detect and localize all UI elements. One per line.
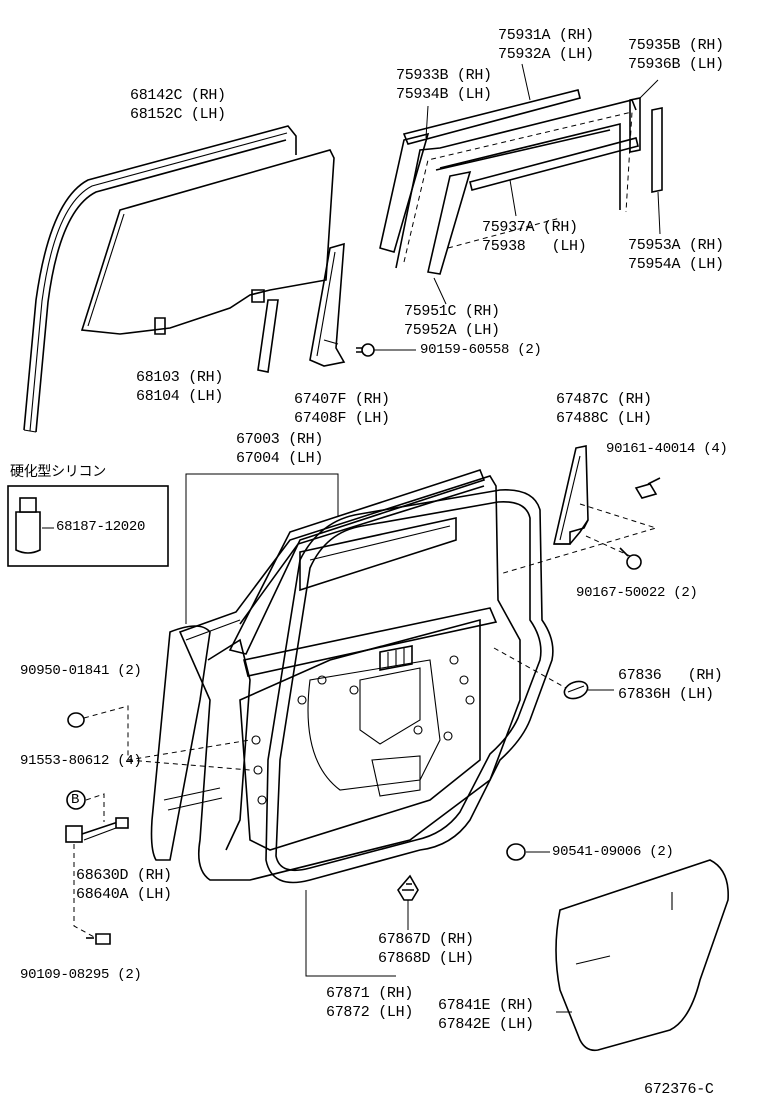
bracket-label-rh: 67836 (RH): [618, 667, 723, 684]
pillar-moulding: [651, 107, 663, 235]
frame-moulding-label-lh: 75934B (LH): [396, 86, 492, 103]
callout-b-letter: B: [71, 792, 80, 808]
garnish: [427, 170, 561, 305]
lower-moulding-label-lh: 75938 (LH): [482, 238, 587, 255]
door-inner-frame: [228, 469, 498, 851]
belt-moulding-label-rh: 75931A (RH): [498, 27, 594, 44]
screw-90159-label: 90159-60558 (2): [420, 342, 542, 358]
plug-90950-label: 90950-01841 (2): [20, 663, 142, 679]
garnish-label-rh: 75951C (RH): [404, 303, 500, 320]
glass-run-label-lh: 68152C (LH): [130, 106, 226, 123]
plug-91553-label: 91553-80612 (4): [20, 753, 142, 769]
silicone-title: 硬化型シリコン: [10, 464, 106, 480]
division-bar-label-lh: 67408F (LH): [294, 410, 390, 427]
bracket-label-lh: 67836H (LH): [618, 686, 714, 703]
screw-90161: [499, 477, 661, 575]
lower-moulding-label-rh: 75937A (RH): [482, 219, 578, 236]
door-panel-label-lh: 67004 (LH): [236, 450, 324, 467]
quarter-frame-label-rh: 67487C (RH): [556, 391, 652, 408]
weatherstrip-label-lh: 67872 (LH): [326, 1004, 414, 1021]
door-panel-label-rh: 67003 (RH): [236, 431, 324, 448]
weatherstrip-label-rh: 67871 (RH): [326, 985, 414, 1002]
hole-plug: [67, 705, 251, 771]
glass-run-label-rh: 68142C (RH): [130, 87, 226, 104]
service-hole-cover: [555, 859, 729, 1052]
door-panel: [150, 475, 521, 881]
belt-moulding-label-lh: 75932A (LH): [498, 46, 594, 63]
pillar-moulding-label-lh: 75954A (LH): [628, 256, 724, 273]
screw-90167-label: 90167-50022 (2): [576, 585, 698, 601]
clip-90541: [506, 843, 550, 861]
door-checker: [65, 817, 129, 939]
clip-67867-label-lh: 67868D (LH): [378, 950, 474, 967]
quarter-frame: [552, 445, 589, 545]
checker-label-lh: 68640A (LH): [76, 886, 172, 903]
door-bracket: [493, 647, 614, 700]
division-bar: [309, 242, 346, 367]
screw-90161-label: 90161-40014 (4): [606, 441, 728, 457]
frame-moulding: [379, 105, 430, 253]
hole-cover-label-rh: 67841E (RH): [438, 997, 534, 1014]
hole-cover-label-lh: 67842E (LH): [438, 1016, 534, 1033]
door-weatherstrip: [265, 489, 554, 977]
door-glass: [80, 149, 335, 335]
glass-rear-strip: [257, 299, 279, 373]
glass-run-channel: [23, 125, 297, 433]
screw-90167: [585, 535, 642, 570]
frame-moulding-label-rh: 75933B (RH): [396, 67, 492, 84]
rear-moulding-label-rh: 75935B (RH): [628, 37, 724, 54]
door-label-bracket: [185, 473, 339, 624]
rear-moulding-upper: [629, 79, 659, 153]
division-bar-label-rh: 67407F (RH): [294, 391, 390, 408]
quarter-frame-label-lh: 67488C (LH): [556, 410, 652, 427]
bolt-90109-label: 90109-08295 (2): [20, 967, 142, 983]
garnish-label-lh: 75952A (LH): [404, 322, 500, 339]
silicone-part-label: 68187-12020: [56, 519, 146, 535]
glass-label-rh: 68103 (RH): [136, 369, 224, 386]
checker-label-rh: 68630D (RH): [76, 867, 172, 884]
door-frame-outline: [395, 99, 637, 269]
diagram-code: 672376-C: [644, 1081, 714, 1098]
bolt-90109: [86, 933, 111, 945]
clip-67867-label-rh: 67867D (RH): [378, 931, 474, 948]
screw-90159: [356, 343, 416, 357]
pillar-moulding-label-rh: 75953A (RH): [628, 237, 724, 254]
lower-moulding: [469, 137, 639, 217]
clip-90541-label: 90541-09006 (2): [552, 844, 674, 860]
callout-b-circle: [66, 790, 105, 822]
silicone-box: [7, 485, 169, 567]
rear-moulding-label-lh: 75936B (LH): [628, 56, 724, 73]
glass-label-lh: 68104 (LH): [136, 388, 224, 405]
belt-moulding: [402, 63, 581, 145]
clip-67867: [397, 874, 419, 930]
